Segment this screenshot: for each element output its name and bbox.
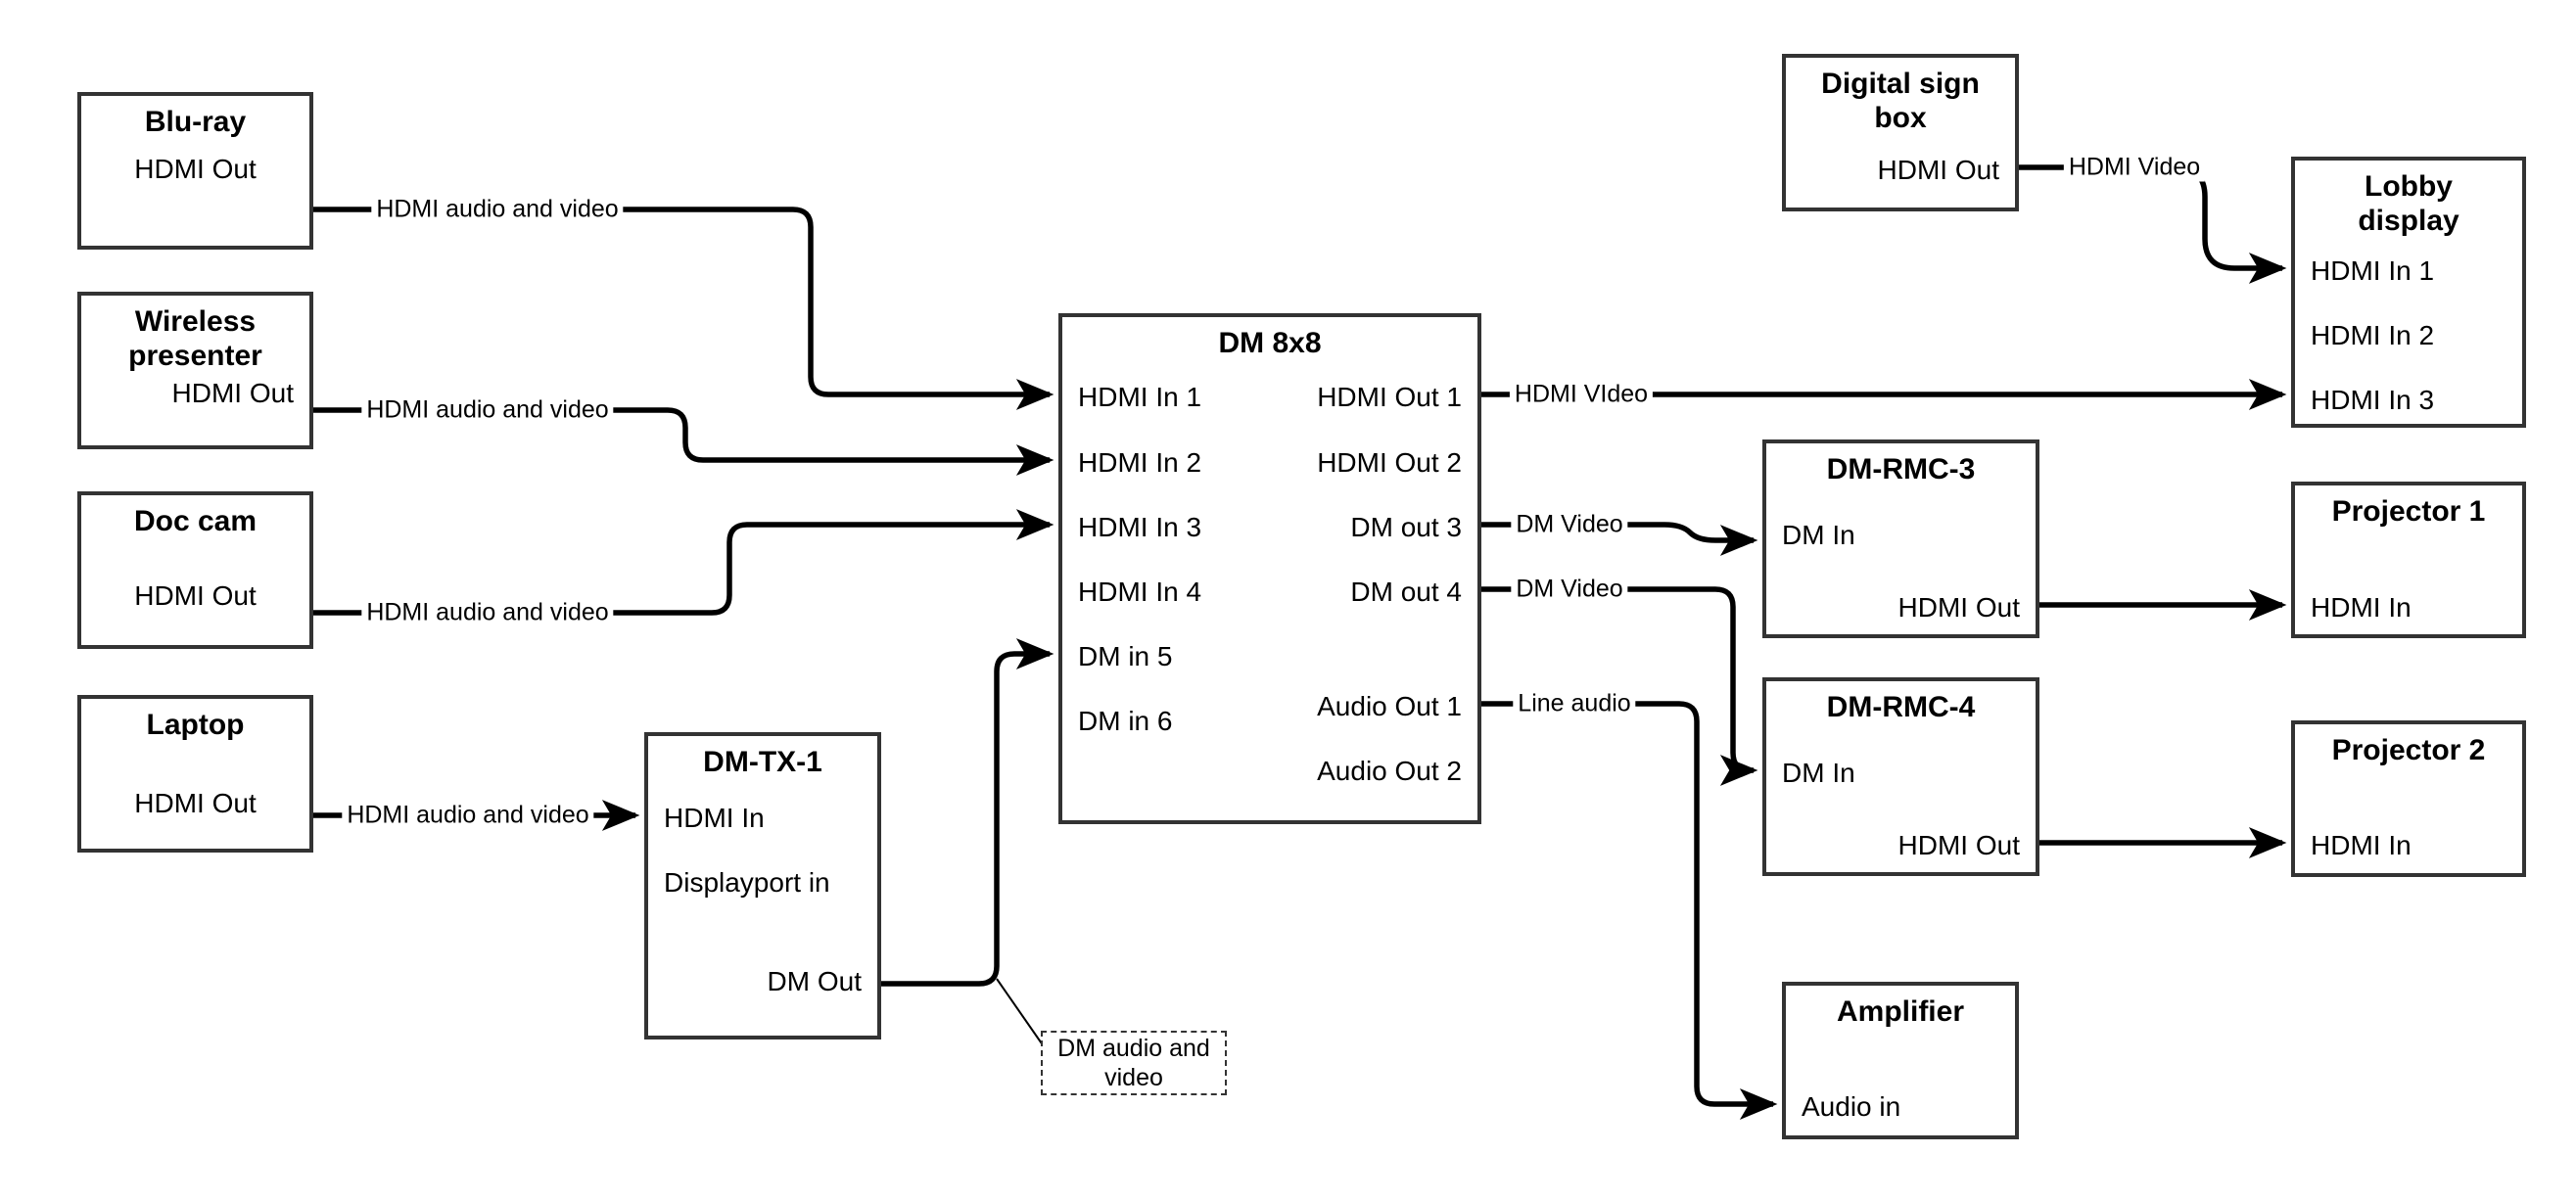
connector-dmtx1-to-dm8x8 [881,638,1054,987]
node-title-wireless-presenter: Wireless presenter [128,305,262,372]
port-dm-8x8-hdmi-out-2[interactable]: HDMI Out 2 [1317,447,1462,478]
port-lobby-display-hdmi-in-2[interactable]: HDMI In 2 [2311,320,2435,350]
node-title-doc-cam: Doc cam [133,505,258,537]
node-title-digital-sign-box: Digital sign box [1821,68,1980,134]
edge-label-doccam-to-dm8x8: HDMI audio and video [361,598,614,627]
node-dm-rmc-4[interactable]: DM-RMC-4 DM In HDMI Out [1762,677,2039,876]
port-dm-tx-1-dm-out[interactable]: DM Out [767,966,862,996]
port-amplifier-audio-in[interactable]: Audio in [1802,1091,1901,1122]
connector-blu-ray-to-dm8x8 [313,207,1054,410]
edge-label-laptop-to-dmtx1: HDMI audio and video [342,801,594,830]
port-dm-8x8-hdmi-in-3[interactable]: HDMI In 3 [1078,512,1202,542]
node-title-amplifier: Amplifier [1836,995,1965,1028]
port-dm-8x8-hdmi-in-4[interactable]: HDMI In 4 [1078,577,1202,607]
port-dm-rmc-3-dm-in[interactable]: DM In [1782,520,1855,550]
connector-doccam-to-dm8x8 [313,509,1054,616]
edge-label-blu-ray-to-dm8x8: HDMI audio and video [371,195,624,224]
edge-label-dm8x8-dmout3-to-rmc3: DM Video [1511,510,1628,539]
connector-wireless-to-dm8x8 [313,407,1054,476]
port-digital-sign-box-hdmi-out[interactable]: HDMI Out [1877,155,1999,185]
node-title-dm-rmc-3: DM-RMC-3 [1826,453,1976,485]
port-dm-tx-1-hdmi-in[interactable]: HDMI In [664,803,765,833]
port-dm-8x8-audio-out-2[interactable]: Audio Out 2 [1317,756,1462,786]
port-wireless-presenter-hdmi-out[interactable]: HDMI Out [171,378,294,408]
port-dm-rmc-3-hdmi-out[interactable]: HDMI Out [1897,592,2020,623]
node-title-dm-rmc-4: DM-RMC-4 [1826,691,1976,723]
connector-dm8x8-audioout1-to-amplifier [1481,701,1778,1120]
callout-dm-audio-and-video: DM audio and video [1041,1031,1227,1095]
edge-label-digitalsign-to-lobby: HDMI Video [2063,153,2206,182]
node-title-lobby-display: Lobby display [2358,170,2459,237]
node-title-dm-8x8: DM 8x8 [1218,327,1322,359]
connector-dm8x8-dmout3-to-rmc3 [1481,522,1758,556]
edge-label-dm8x8-hdmiout1-to-lobby: HDMI VIdeo [1509,380,1654,409]
port-lobby-display-hdmi-in-1[interactable]: HDMI In 1 [2311,255,2435,286]
port-dm-8x8-dm-out-4[interactable]: DM out 4 [1350,577,1462,607]
node-title-laptop: Laptop [146,709,245,741]
node-title-blu-ray: Blu-ray [144,106,247,138]
port-dm-8x8-hdmi-in-2[interactable]: HDMI In 2 [1078,447,1202,478]
node-title-projector-1: Projector 1 [2331,495,2486,528]
port-dm-8x8-dm-in-5[interactable]: DM in 5 [1078,641,1173,671]
edge-label-dm8x8-dmout4-to-rmc4: DM Video [1511,575,1628,604]
node-projector-1[interactable]: Projector 1 HDMI In [2291,482,2526,638]
port-dm-rmc-4-dm-in[interactable]: DM In [1782,758,1855,788]
port-dm-8x8-audio-out-1[interactable]: Audio Out 1 [1317,691,1462,721]
port-laptop-hdmi-out[interactable]: HDMI Out [134,788,257,818]
node-dm-rmc-3[interactable]: DM-RMC-3 DM In HDMI Out [1762,439,2039,638]
port-dm-8x8-dm-out-3[interactable]: DM out 3 [1350,512,1462,542]
port-blu-ray-hdmi-out[interactable]: HDMI Out [134,154,257,184]
connector-digitalsign-to-lobby [2019,164,2287,284]
port-dm-tx-1-displayport-in[interactable]: Displayport in [664,867,830,898]
leader-line-dm-audio-video-leader [996,978,1047,1050]
connector-dm8x8-dmout4-to-rmc4 [1481,586,1758,786]
port-dm-8x8-dm-in-6[interactable]: DM in 6 [1078,706,1173,736]
port-doc-cam-hdmi-out[interactable]: HDMI Out [134,580,257,611]
node-title-dm-tx-1: DM-TX-1 [703,746,822,778]
port-dm-8x8-hdmi-out-1[interactable]: HDMI Out 1 [1317,382,1462,412]
port-lobby-display-hdmi-in-3[interactable]: HDMI In 3 [2311,385,2435,415]
port-projector-1-hdmi-in[interactable]: HDMI In [2311,592,2412,623]
edge-label-wireless-to-dm8x8: HDMI audio and video [361,395,614,425]
port-dm-rmc-4-hdmi-out[interactable]: HDMI Out [1897,830,2020,860]
port-dm-8x8-hdmi-in-1[interactable]: HDMI In 1 [1078,382,1202,412]
node-projector-2[interactable]: Projector 2 HDMI In [2291,720,2526,877]
port-projector-2-hdmi-in[interactable]: HDMI In [2311,830,2412,860]
node-title-projector-2: Projector 2 [2331,734,2486,766]
edge-label-dm8x8-audioout1-to-amplifier: Line audio [1513,689,1636,718]
